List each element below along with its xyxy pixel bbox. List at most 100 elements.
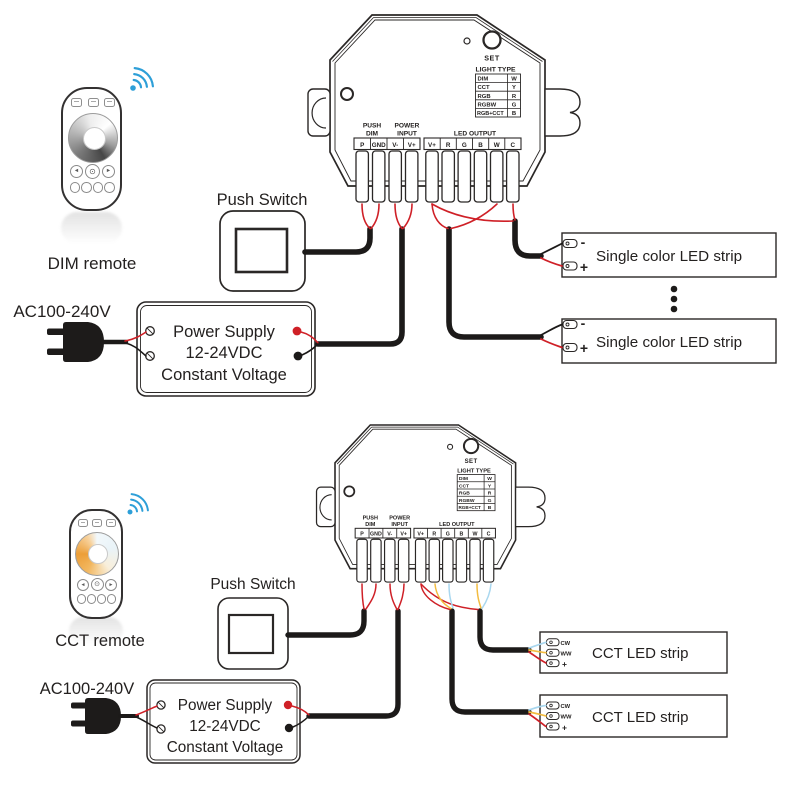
- lt-row-ch: B: [512, 111, 516, 117]
- strip-neg-terminal: [562, 319, 578, 330]
- light-type-table: DIM W CCT Y RGB R RGBW G RGB+CCT B: [475, 73, 521, 118]
- push-switch-button: [234, 227, 289, 274]
- lt-row-name: RGBW: [478, 102, 497, 108]
- neg-symbol: -: [581, 234, 586, 250]
- ww-label: WW: [561, 651, 572, 657]
- push-switch-label: Push Switch: [210, 576, 295, 593]
- strip-cw-terminal: [546, 701, 560, 710]
- remote-key-icon: [106, 519, 116, 527]
- terminal-label: P: [360, 142, 364, 149]
- strip-label: CCT LED strip: [592, 645, 688, 662]
- push-switch: Push Switch: [217, 191, 308, 292]
- terminal-label: G: [446, 532, 450, 538]
- lt-row-ch: G: [512, 102, 517, 108]
- wifi-signal-icon: [127, 493, 149, 515]
- strip-neg-terminal: [562, 238, 578, 249]
- prev-button: ◄: [77, 579, 89, 591]
- prev-icon: ◄: [73, 167, 80, 174]
- set-button: [462, 437, 480, 455]
- zone-button: [92, 182, 103, 193]
- prev-button: ◄: [70, 165, 83, 178]
- lt-row-ch: G: [488, 498, 492, 504]
- push-group-label2: DIM: [365, 522, 376, 528]
- push-group-label1: PUSH: [363, 516, 378, 522]
- zone-button: [104, 182, 115, 193]
- neg-symbol: -: [581, 315, 586, 331]
- terminal-label: P: [360, 532, 364, 538]
- ww-label: WW: [561, 715, 572, 721]
- power-group-label1: POWER: [389, 516, 410, 522]
- led-group-label: LED OUTPUT: [439, 522, 475, 528]
- lt-row-name: CCT: [459, 483, 469, 489]
- remote-key-icon: [71, 98, 82, 107]
- zone-button: [96, 594, 106, 604]
- connector-pins: [356, 538, 495, 583]
- psu-line1: Power Supply: [178, 697, 273, 714]
- cables: [285, 608, 532, 719]
- lt-row-name: DIM: [478, 77, 489, 83]
- lt-row-name: RGB+CCT: [458, 505, 481, 510]
- cct-remote: ◄ ⊙ ►: [69, 509, 123, 619]
- lt-row-name: RGB+CCT: [477, 111, 504, 117]
- power-supply: Power Supply 12-24VDC Constant Voltage: [146, 679, 301, 764]
- connector-pins: [355, 150, 520, 203]
- psu-dc-plus-terminal: [292, 326, 302, 336]
- terminal-label: W: [473, 532, 478, 538]
- wire-power-input: [315, 226, 405, 347]
- power-supply: Power Supply 12-24VDC Constant Voltage: [136, 301, 316, 397]
- led-group-label: LED OUTPUT: [454, 131, 496, 138]
- dial-center: [88, 544, 108, 564]
- terminal-label: GND: [370, 532, 382, 538]
- push-switch-button: [227, 613, 275, 655]
- push-group-label2: DIM: [366, 131, 379, 138]
- terminal-label: R: [446, 142, 451, 149]
- next-icon: ►: [108, 581, 114, 588]
- screw-hole: [343, 485, 356, 498]
- ac-voltage-label: AC100-240V: [40, 680, 134, 698]
- wifi-signal-icon: [130, 67, 154, 91]
- push-group-label1: PUSH: [363, 123, 382, 130]
- pos-symbol: +: [580, 259, 588, 275]
- dim-remote: ◄ ⊙ ►: [61, 87, 122, 211]
- power-group-label2: INPUT: [391, 522, 408, 528]
- wire-strip1: [512, 218, 544, 259]
- wire-strip2: [449, 608, 532, 715]
- set-label: SET: [465, 459, 478, 465]
- indicator-led: [463, 37, 471, 45]
- screw-hole: [340, 87, 354, 101]
- fan-wires: [124, 203, 563, 357]
- single-color-strip-1: Single color LED strip - +: [561, 232, 777, 278]
- terminal-label: V+: [400, 532, 407, 538]
- ac-plug: [71, 698, 139, 734]
- remote-key-icon: [104, 98, 115, 107]
- lt-row-ch: B: [488, 505, 492, 511]
- wire-push-switch: [285, 608, 367, 638]
- push-switch-label: Push Switch: [217, 191, 308, 209]
- strip-label: Single color LED strip: [596, 248, 742, 265]
- psu-line2: 12-24VDC: [189, 718, 260, 735]
- zone-button: [69, 182, 80, 193]
- terminal-label: GND: [372, 142, 386, 149]
- zone-button: [106, 594, 116, 604]
- psu-line2: 12-24VDC: [185, 344, 262, 362]
- fan-wires: [135, 583, 547, 729]
- terminal-label: C: [511, 142, 516, 149]
- led-controller: SET LIGHT TYPE DIM W CCT Y RGB R RGBW G …: [307, 14, 581, 203]
- terminal-label: V+: [408, 142, 416, 149]
- psu-line3: Constant Voltage: [167, 739, 284, 756]
- lt-row-name: DIM: [459, 476, 468, 482]
- lt-row-name: RGB: [459, 491, 470, 497]
- strip-label: CCT LED strip: [592, 709, 688, 726]
- strip-ww-terminal: [546, 712, 560, 720]
- strip-pos-terminal: [562, 342, 578, 353]
- lt-row-name: RGBW: [459, 498, 475, 504]
- next-icon: ►: [105, 167, 112, 174]
- strip-pos-terminal: [546, 722, 560, 731]
- remote-key-icon: [92, 519, 102, 527]
- top-diagram: Push Switch Power Supply 12-24VDC Consta…: [13, 14, 777, 397]
- cct-remote-label: CCT remote: [55, 632, 145, 650]
- lt-row-ch: W: [487, 476, 492, 482]
- psu-line3: Constant Voltage: [161, 366, 287, 384]
- terminal-label: C: [487, 532, 491, 538]
- remote-reflection: [61, 212, 122, 244]
